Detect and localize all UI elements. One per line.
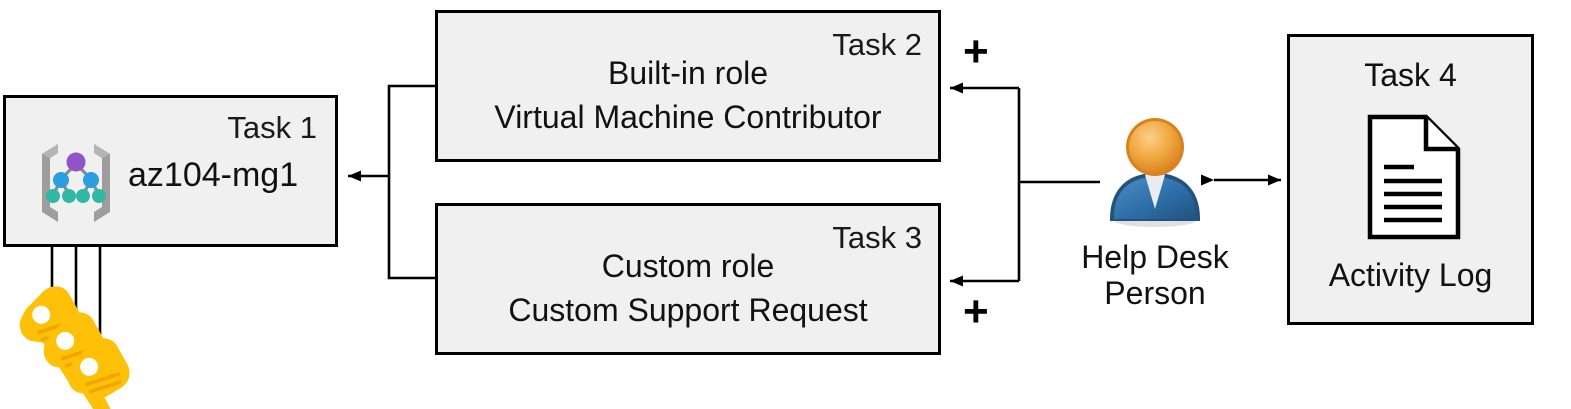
task2-line2: Virtual Machine Contributor (494, 99, 882, 135)
task4-box[interactable]: Task 4 Activity Log (1287, 34, 1534, 325)
task3-line1: Custom role (601, 248, 775, 284)
task2-line1: Built-in role (607, 55, 769, 91)
connector-roles-to-mg (348, 84, 435, 280)
task3-line2: Custom Support Request (508, 292, 868, 328)
person-label-line1: Help Desk (1081, 239, 1229, 275)
task4-label: Activity Log (1328, 257, 1493, 293)
task1-box[interactable]: Task 1 (3, 95, 338, 247)
person-label-line2: Person (1104, 274, 1206, 311)
task3-box[interactable]: Task 3 Custom role Custom Support Reques… (435, 203, 941, 355)
management-group-icon (28, 136, 124, 227)
task1-tag: Task 1 (227, 110, 317, 145)
task4-tag: Task 4 (1364, 57, 1457, 93)
key-icon-group (18, 282, 133, 409)
help-desk-person-icon (1100, 113, 1210, 233)
document-icon (1366, 113, 1462, 246)
plus-operator-bottom: + (963, 287, 989, 336)
plus-operator-top: + (963, 27, 989, 76)
key-icon-3 (67, 338, 130, 409)
task2-tag: Task 2 (832, 27, 922, 62)
task3-tag: Task 3 (832, 220, 922, 255)
task2-box[interactable]: Task 2 Built-in role Virtual Machine Con… (435, 10, 941, 162)
task1-label: az104-mg1 (128, 156, 299, 194)
help-desk-person-label: Help Desk Person (1025, 239, 1285, 312)
